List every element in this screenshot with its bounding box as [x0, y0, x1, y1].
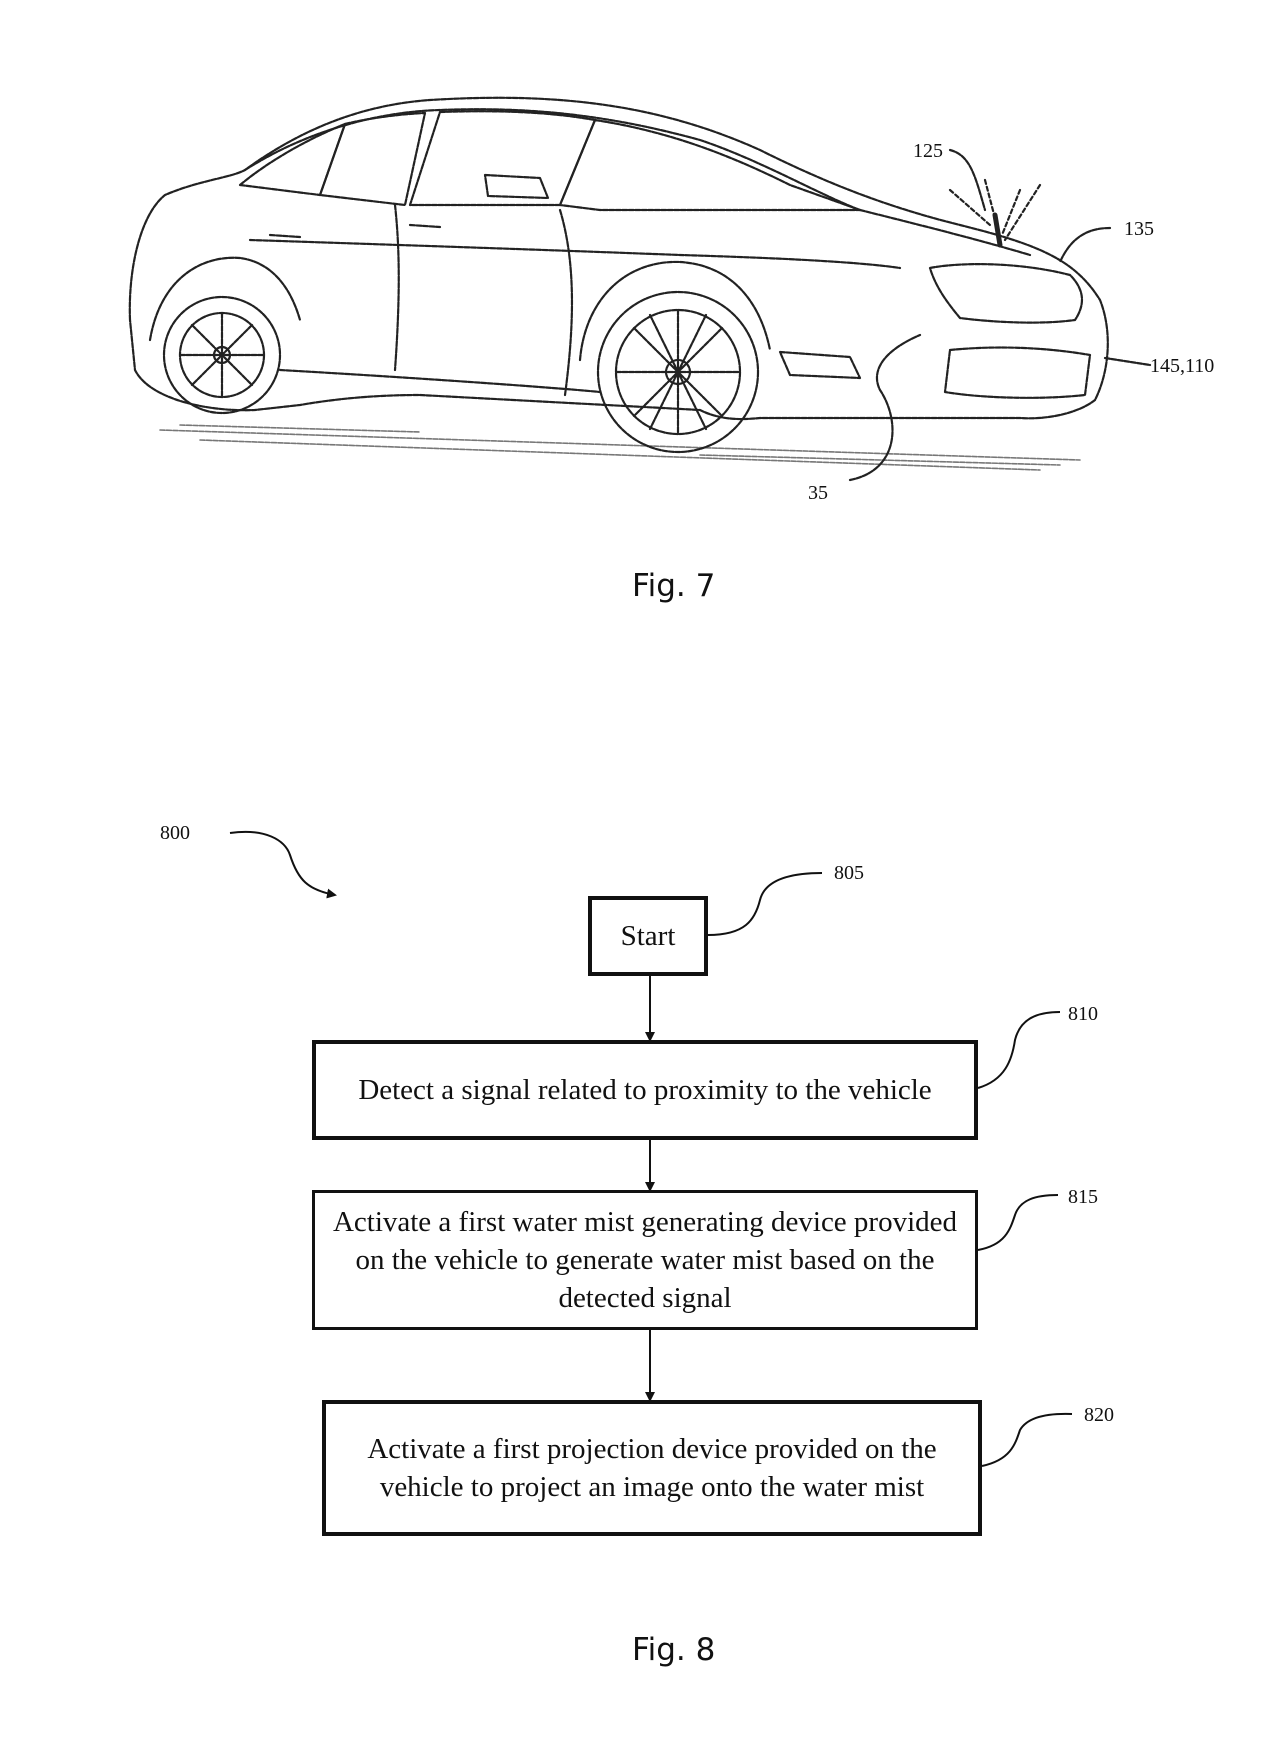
windshield — [558, 118, 862, 212]
fig8-caption: Fig. 8 — [632, 1632, 716, 1668]
leader-810 — [977, 1011, 1061, 1089]
step-activate-mist-box: Activate a first water mist generating d… — [312, 1190, 978, 1330]
rear-wheel — [162, 295, 282, 415]
leader-35 — [848, 333, 922, 482]
step-detect-signal-box: Detect a signal related to proximity to … — [312, 1040, 978, 1140]
leader-805 — [707, 872, 823, 936]
step-activate-projection-text: Activate a first projection device provi… — [367, 1432, 937, 1503]
ref-label-800: 800 — [160, 822, 190, 844]
front-wheel — [596, 290, 760, 454]
hood-line — [858, 208, 1032, 257]
leader-125 — [948, 148, 987, 212]
front-wheel-arch — [578, 260, 772, 362]
ground-shadow — [159, 424, 1081, 471]
door-handle-front — [408, 223, 442, 229]
fig7-caption: Fig. 7 — [632, 568, 716, 604]
ref-label-35: 35 — [808, 482, 828, 504]
door-line-rear — [393, 203, 400, 372]
side-skirt — [278, 368, 602, 394]
fog-lamp — [778, 350, 862, 380]
body-crease — [248, 238, 902, 270]
ref-label-820: 820 — [1084, 1404, 1114, 1426]
step-start-box: Start — [588, 896, 708, 976]
ref-label-135: 135 — [1124, 218, 1154, 240]
step-activate-projection-box: Activate a first projection device provi… — [322, 1400, 982, 1536]
door-handle-rear — [268, 233, 302, 239]
door-line-front — [558, 208, 574, 397]
ref-label-805: 805 — [834, 862, 864, 884]
leader-815 — [977, 1194, 1059, 1251]
headlight — [928, 263, 1083, 324]
ref-label-145-110: 145,110 — [1150, 355, 1215, 377]
rear-door-window — [318, 111, 427, 207]
leader-800 — [229, 830, 337, 899]
ref-label-810: 810 — [1068, 1003, 1098, 1025]
ref-label-815: 815 — [1068, 1186, 1098, 1208]
car-drawing — [128, 96, 1152, 482]
step-start-text: Start — [620, 919, 676, 952]
rear-wheel-arch — [148, 256, 302, 342]
leader-135 — [1058, 226, 1112, 264]
step-activate-mist-text: Activate a first water mist generating d… — [332, 1205, 958, 1315]
leader-820 — [981, 1412, 1073, 1467]
side-mirror — [483, 173, 550, 200]
step-detect-signal-text: Detect a signal related to proximity to … — [358, 1073, 932, 1106]
mist-rays — [948, 178, 1042, 242]
grille — [943, 346, 1092, 399]
ref-label-125: 125 — [913, 140, 943, 162]
leader-145 — [1103, 356, 1152, 367]
